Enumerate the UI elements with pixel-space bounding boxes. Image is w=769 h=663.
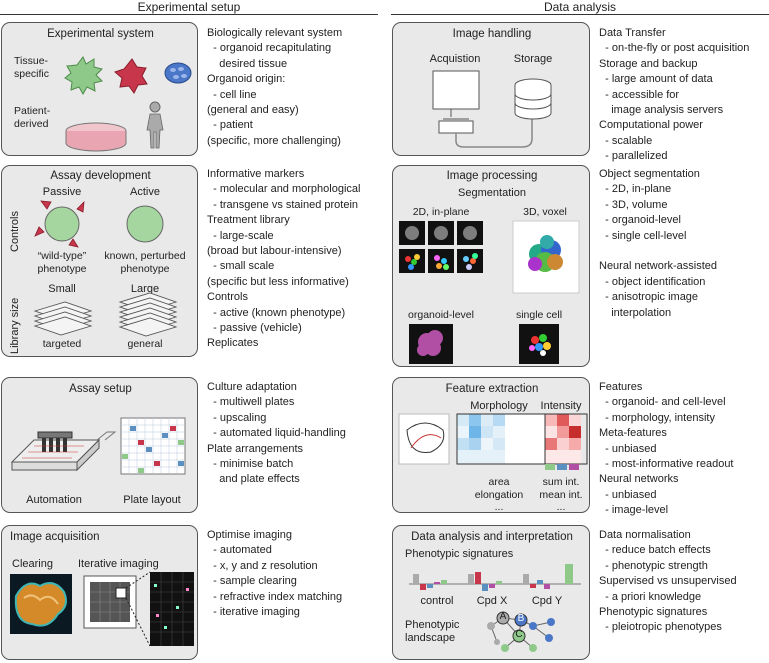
panel-title: Image handling — [452, 28, 532, 40]
header-rule-right — [391, 14, 769, 15]
passive-label: Passive — [42, 186, 82, 198]
assay-setup-panel: Assay setup Automation Plate layout — [1, 377, 198, 513]
data-analysis-header: Data analysis — [543, 0, 617, 14]
sum-int-label: sum int. — [542, 476, 580, 488]
acquisition-label: Acquistion — [429, 53, 481, 65]
automation-label: Automation — [26, 494, 82, 506]
known-perturbed-label: known, perturbed phenotype — [104, 250, 186, 275]
cpd-x-label: Cpd X — [476, 595, 508, 607]
panel-title: Experimental system — [47, 28, 154, 40]
targeted-label: targeted — [42, 338, 82, 350]
clearing-label: Clearing — [12, 558, 53, 570]
tissue-specific-label: Tissue- specific — [14, 55, 50, 80]
feature-extraction-panel: Feature extraction Morphology Intensity … — [392, 377, 590, 513]
3d-voxel-label: 3D, voxel — [523, 206, 567, 218]
panel-title: Image acquisition — [10, 531, 100, 543]
assay-development-panel: Assay development Passive Active Control… — [1, 165, 198, 357]
patient-derived-label: Patient- derived — [14, 105, 51, 130]
mean-int-label: mean int. — [539, 489, 583, 501]
computer-and-database-illustration — [432, 70, 552, 148]
large-label: Large — [130, 283, 160, 295]
intensity-ellipsis: ... — [556, 501, 566, 513]
storage-label: Storage — [513, 53, 553, 65]
panel-title: Feature extraction — [445, 383, 539, 395]
panel-title: Assay development — [50, 170, 151, 182]
image-acquisition-panel: Image acquisition Clearing Iterative ima… — [1, 525, 198, 660]
clearing-and-iterative-illustration — [10, 571, 194, 647]
wild-type-label: “wild-type” phenotype — [37, 250, 87, 275]
active-label: Active — [130, 186, 160, 198]
general-label: general — [127, 338, 163, 350]
data-analysis-panel: Data analysis and interpretation Phenoty… — [392, 525, 590, 660]
iterative-imaging-label: Iterative imaging — [78, 558, 159, 570]
intensity-label: Intensity — [540, 400, 582, 412]
image-handling-panel: Image handling Acquistion Storage — [392, 22, 590, 156]
experimental-system-panel: Experimental system Tissue- specific Pat… — [1, 22, 198, 156]
panel-title: Data analysis and interpretation — [411, 531, 573, 543]
morphology-label: Morphology — [470, 400, 528, 412]
single-cell-label: single cell — [515, 309, 563, 321]
elongation-label: elongation — [474, 489, 524, 501]
segmentation-illustration — [399, 220, 580, 364]
panel-title: Image processing — [446, 170, 538, 182]
node-a-label: A — [499, 611, 507, 622]
header-rule-left — [0, 14, 378, 15]
plate-layout-label: Plate layout — [123, 494, 181, 506]
experimental-system-text: Biologically relevant system - organoid … — [207, 27, 343, 147]
morphology-ellipsis: ... — [494, 501, 504, 513]
control-label: control — [420, 595, 454, 607]
panel-title: Assay setup — [69, 383, 132, 395]
small-label: Small — [48, 283, 76, 295]
tissue-organoids-illustration — [64, 56, 192, 152]
data-analysis-text: Data normalisation - reduce batch effect… — [599, 529, 737, 634]
assay-setup-text: Culture adaptation - multiwell plates - … — [207, 381, 346, 486]
cpd-y-label: Cpd Y — [531, 595, 563, 607]
phenotypic-landscape-label: Phenotypic landscape — [405, 619, 460, 645]
organoid-level-label: organoid-level — [408, 309, 474, 321]
2d-in-plane-label: 2D, in-plane — [412, 206, 470, 218]
controls-and-library-illustration — [33, 200, 178, 337]
assay-development-text: Informative markers - molecular and morp… — [207, 168, 361, 350]
experimental-setup-header: Experimental setup — [137, 0, 241, 14]
image-handling-text: Data Transfer - on-the-fly or post acqui… — [599, 27, 750, 163]
image-processing-text: Object segmentation - 2D, in-plane - 3D,… — [599, 168, 717, 319]
phenotypic-signatures-label: Phenotypic signatures — [405, 548, 514, 560]
segmentation-label: Segmentation — [458, 187, 526, 199]
node-b-label: B — [517, 613, 525, 624]
feature-heatmap-illustration — [398, 413, 588, 470]
node-c-label: C — [515, 629, 523, 640]
image-processing-panel: Image processing Segmentation 2D, in-pla… — [392, 165, 590, 367]
automation-and-plate-illustration — [10, 417, 186, 475]
feature-extraction-text: Features - organoid- and cell-level - mo… — [599, 381, 734, 517]
area-label: area — [488, 476, 510, 488]
signatures-and-landscape-illustration — [409, 564, 581, 652]
image-acquisition-text: Optimise imaging - automated - x, y and … — [207, 529, 343, 619]
